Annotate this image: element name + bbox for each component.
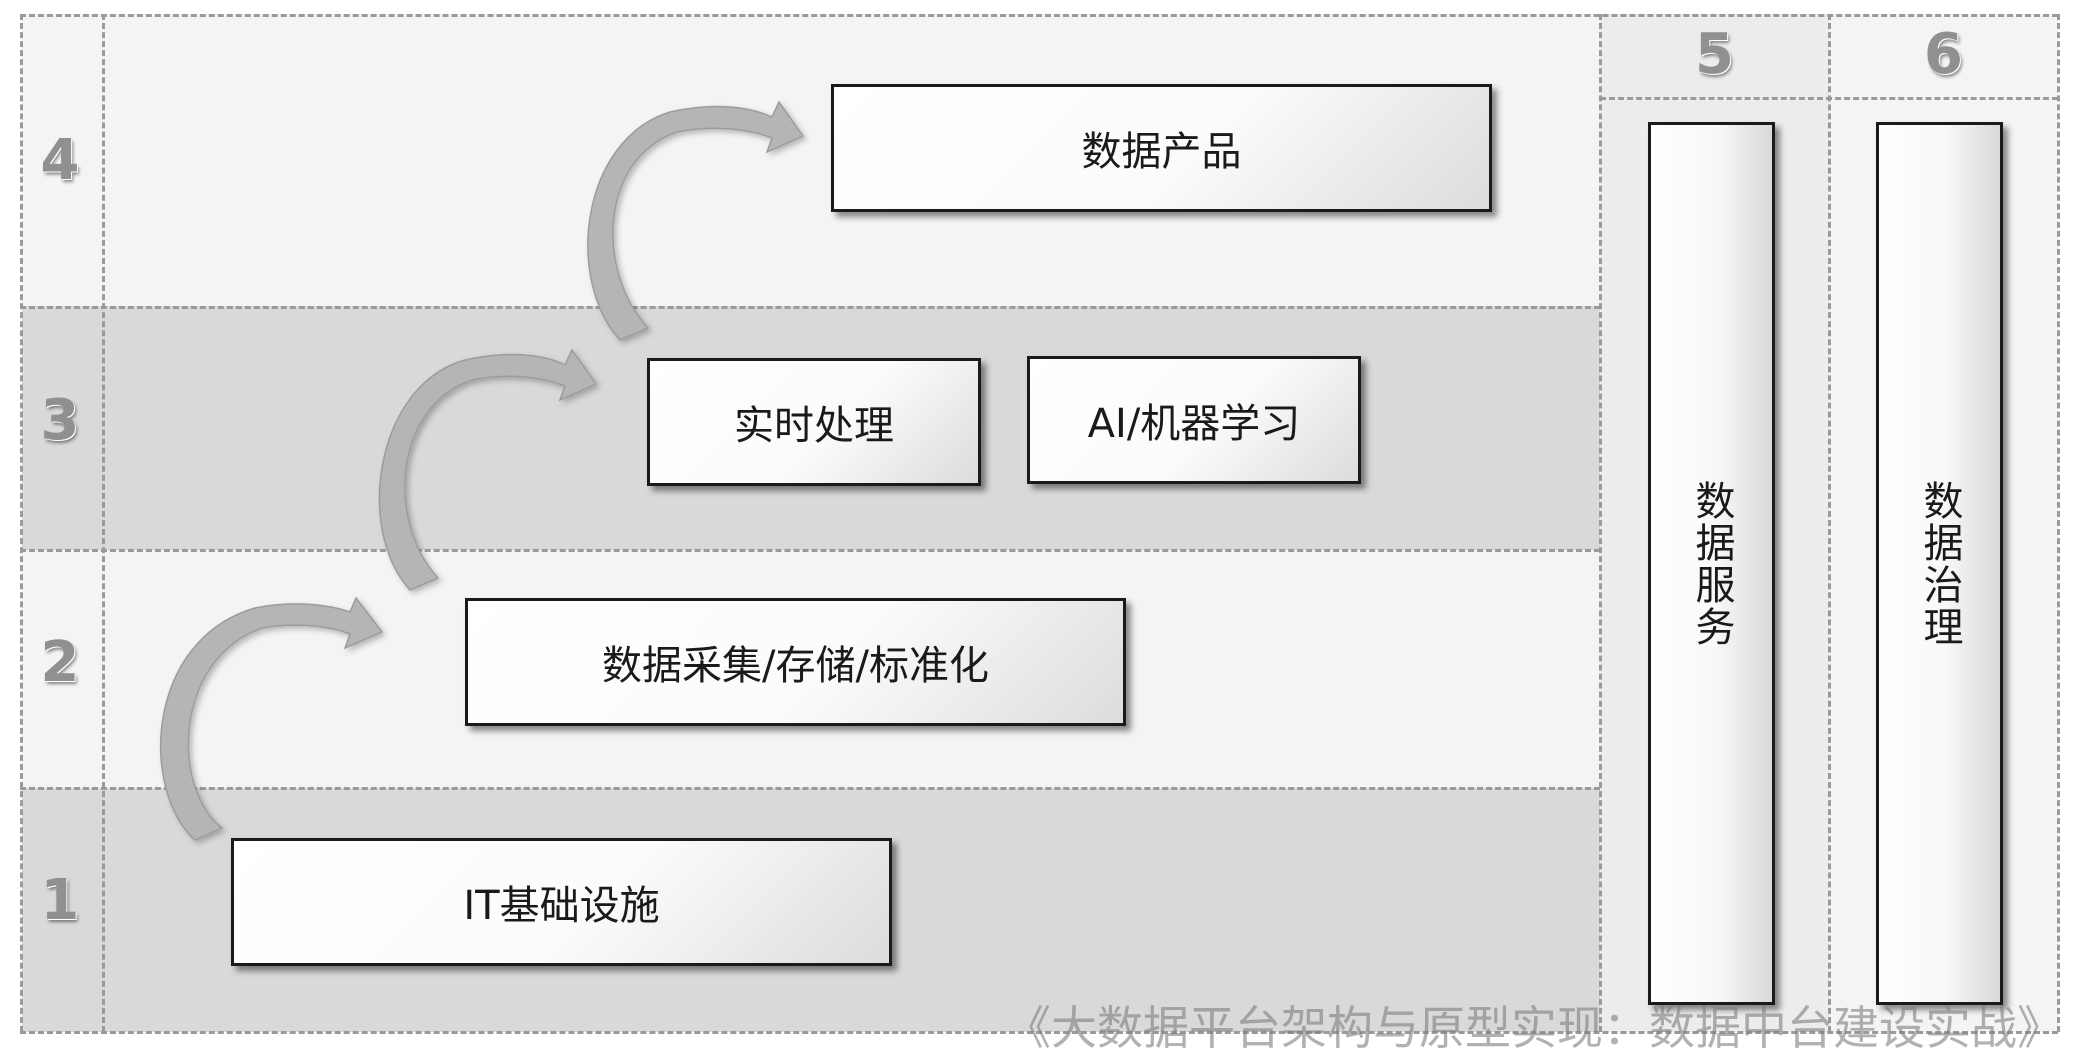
book-title-watermark: 《大数据平台架构与原型实现：数据中台建设实战》 [1005,1001,2063,1055]
data-service-box: 数据服务 [1648,122,1775,1005]
column-5-label: 5 [1695,22,1734,87]
grid-line-level-col [102,14,105,1032]
grid-line-left [20,14,23,1032]
level-2-label: 2 [40,630,80,695]
grid-line-right [2057,14,2060,1032]
grid-line-3-4 [20,306,1600,309]
grid-line-2-3 [20,549,1600,552]
arrow-1-to-2 [160,596,384,841]
grid-line-1-2 [20,787,1600,790]
grid-line-col-5-left [1599,14,1602,1032]
ai-ml-box: AI/机器学习 [1027,356,1361,484]
arrow-3-to-4 [587,100,805,341]
grid-line-bottom [20,1031,2058,1034]
column-6-label: 6 [1924,22,1963,87]
realtime-processing-box: 实时处理 [647,358,981,486]
data-product-box: 数据产品 [831,84,1492,212]
data-governance-box: 数据治理 [1876,122,2003,1005]
data-governance-label: 数据治理 [1916,480,1963,648]
level-4-label: 4 [40,128,80,193]
data-collection-box: 数据采集/存储/标准化 [465,598,1126,726]
level-3-label: 3 [40,388,80,453]
grid-line-top [20,14,2058,17]
arrow-2-to-3 [378,348,598,591]
level-1-label: 1 [40,868,80,933]
it-infrastructure-box: IT基础设施 [231,838,892,966]
data-service-label: 数据服务 [1688,480,1735,648]
grid-line-col-6-left [1828,14,1831,1032]
